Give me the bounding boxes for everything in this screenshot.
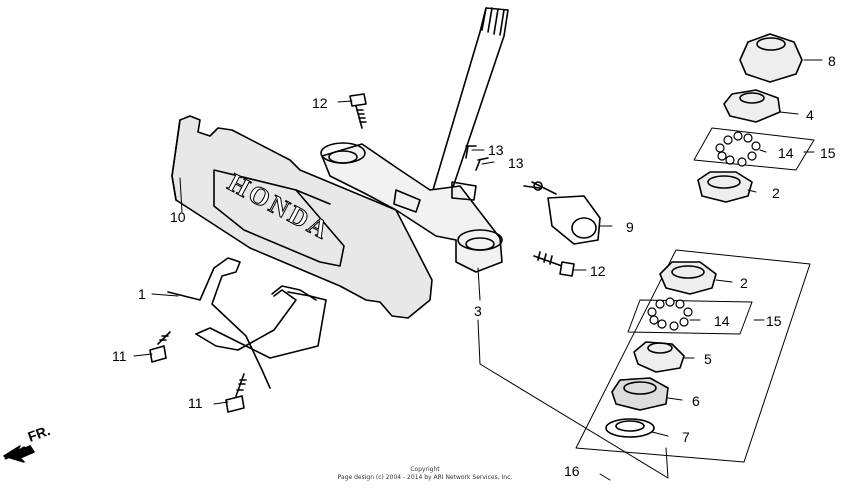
- callout-1: 1: [138, 286, 146, 302]
- callout-10: 10: [170, 209, 186, 225]
- callout-8: 8: [828, 53, 836, 69]
- front-arrow-icon: [3, 445, 35, 463]
- callout-9: 9: [626, 219, 634, 235]
- callout-13-lower: 13: [508, 155, 524, 171]
- callout-15-lower: 15: [766, 313, 782, 329]
- callout-13-upper: 13: [488, 142, 504, 158]
- ball-race-lower: [647, 297, 693, 331]
- callout-5: 5: [704, 351, 712, 367]
- callout-2-lower: 2: [740, 275, 748, 291]
- callout-16: 16: [564, 463, 580, 479]
- bolt-12-lower: [533, 251, 575, 277]
- upper-bearing-stack: [693, 33, 815, 203]
- callout-7: 7: [682, 429, 690, 445]
- lower-bearing-stack: [575, 249, 811, 463]
- callout-11-upper: 11: [112, 348, 127, 364]
- callout-12-upper: 12: [312, 95, 328, 111]
- fork-cover: [171, 115, 433, 319]
- steering-stem: [320, 7, 509, 273]
- callout-2-upper: 2: [772, 185, 780, 201]
- bolt-12-upper: [349, 93, 367, 129]
- screws-13: [465, 145, 489, 171]
- callout-3: 3: [474, 303, 482, 319]
- callout-11-lower: 11: [188, 395, 203, 411]
- wire-clips: [167, 257, 327, 389]
- callout-6: 6: [692, 393, 700, 409]
- copyright-line-2: Page design (c) 2004 - 2014 by ARI Netwo…: [337, 474, 513, 481]
- callout-14-lower: 14: [714, 313, 730, 329]
- ball-race-upper: [715, 131, 761, 167]
- callout-4: 4: [806, 107, 814, 123]
- callout-12-lower: 12: [590, 263, 606, 279]
- front-marker: FR.: [26, 422, 53, 445]
- copyright-line-1: Copyright: [410, 466, 440, 473]
- callout-15-upper: 15: [820, 145, 836, 161]
- callouts: 12 10 1 11 11 13 13 9 12 3 16 8 4 14 15 …: [112, 53, 836, 479]
- ignition-switch: [523, 181, 601, 245]
- bolts-11: [149, 331, 247, 413]
- callout-14-upper: 14: [778, 145, 794, 161]
- leader-lines: [133, 59, 823, 481]
